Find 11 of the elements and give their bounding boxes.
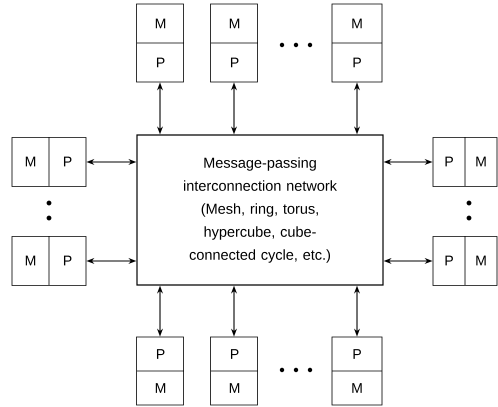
- processor-module: M P: [136, 4, 184, 82]
- processor-module: P M: [332, 336, 382, 406]
- processor-module: P M: [136, 336, 184, 406]
- network-box: Message-passing interconnection network (Mesh, ring, torus, hypercube, cube-connected cycle, etc.): [136, 134, 384, 286]
- processor-module: P M: [432, 136, 498, 187]
- processor-module: M P: [12, 136, 86, 187]
- processor-module: P M: [210, 336, 258, 406]
- processor-module: P M: [432, 236, 498, 286]
- processor-module: M P: [12, 236, 86, 286]
- processor-module: M P: [210, 4, 258, 82]
- processor-module: M P: [332, 4, 382, 82]
